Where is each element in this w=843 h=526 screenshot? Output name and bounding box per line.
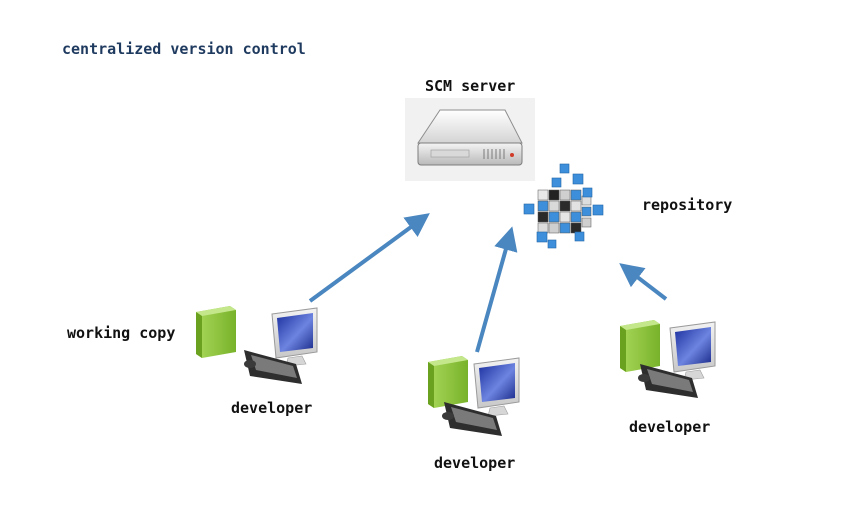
working-copy-icon <box>196 306 236 358</box>
working-copy-icon <box>620 320 660 372</box>
arrow-dev1-to-server <box>308 213 430 303</box>
computer-icon <box>442 357 520 436</box>
developer-station-1 <box>196 306 318 384</box>
developer-station-2 <box>428 356 520 436</box>
repository-label: repository <box>642 196 733 214</box>
repository-cube-icon <box>523 163 604 249</box>
working-copy-icon <box>428 356 468 408</box>
working-copy-label: working copy <box>67 324 176 342</box>
server-label: SCM server <box>425 77 516 95</box>
developer-label-2: developer <box>434 454 516 472</box>
arrow-dev3-to-server <box>619 263 668 301</box>
computer-icon <box>638 321 716 398</box>
developer-station-3 <box>620 320 716 398</box>
developer-label-3: developer <box>629 418 711 436</box>
server-icon <box>405 98 535 181</box>
diagram-title: centralized version control <box>62 40 306 58</box>
arrow-dev2-to-server <box>475 226 518 353</box>
computer-icon <box>244 307 318 384</box>
developer-label-1: developer <box>231 399 313 417</box>
